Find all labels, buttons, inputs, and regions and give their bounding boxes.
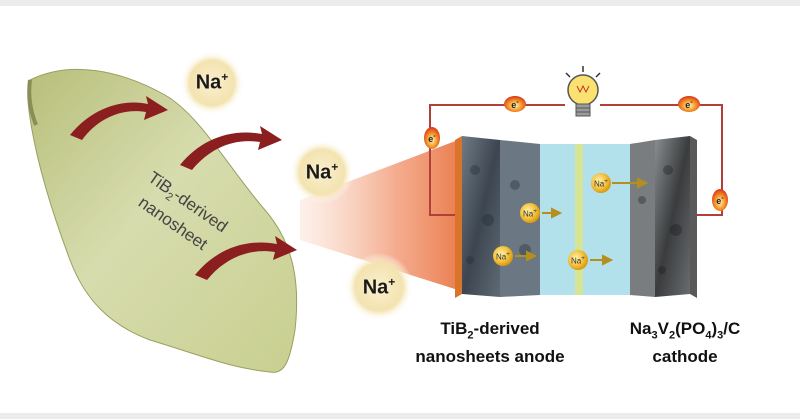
cathode-current-collector <box>690 136 697 298</box>
electron-markers <box>424 96 728 211</box>
anode-caption-line1: TiB2-derived <box>440 319 540 342</box>
electron-3 <box>424 127 440 149</box>
circuit-wire <box>429 104 723 216</box>
release-arrow-3 <box>195 236 297 280</box>
release-arrow-1 <box>70 96 168 140</box>
electron-4 <box>712 189 728 211</box>
ion-charge: + <box>388 275 396 289</box>
light-bulb-icon <box>565 66 601 117</box>
ion-ball-3 <box>493 246 513 266</box>
cathode-caption-line2: cathode <box>652 347 718 367</box>
electron-1 <box>504 96 526 112</box>
cathode-caption-line1: Na3V2(PO4)3/C <box>629 319 741 342</box>
cathode-block-face <box>630 140 655 297</box>
nanosheet-edge <box>27 79 38 126</box>
ion-ball-label-1: Na+ <box>593 178 609 189</box>
top-border <box>0 0 800 6</box>
ion-release-arrows <box>70 96 297 280</box>
electron-label-1: e- <box>511 97 519 110</box>
ion-glow-3 <box>345 253 413 321</box>
ion-ball-2 <box>520 203 540 223</box>
ion-symbol: Na <box>362 276 389 299</box>
cathode-caption: Na3V2(PO4)3/C cathode <box>600 318 770 368</box>
anode-current-collector <box>455 136 462 298</box>
ion-ball-label-2: Na+ <box>522 208 538 219</box>
release-arrow-2 <box>180 126 282 170</box>
ion-ball-4 <box>568 250 588 270</box>
electron-2 <box>678 96 700 112</box>
cathode-block <box>655 136 690 297</box>
anode-caption: TiB2-derived nanosheets anode <box>400 318 580 368</box>
sodium-ion-label-1: Na+ <box>177 70 247 95</box>
ion-ball-label-4: Na+ <box>570 255 586 266</box>
ion-symbol: Na <box>305 161 332 184</box>
separator <box>575 144 583 295</box>
sodium-ion-label-3: Na+ <box>344 275 414 300</box>
electron-label-3: e- <box>428 131 436 144</box>
anode-block <box>462 136 500 297</box>
ion-beam <box>300 140 458 290</box>
electron-label-4: e- <box>716 193 724 206</box>
ion-symbol: Na <box>195 71 222 94</box>
sodium-ion-label-2: Na+ <box>287 160 357 185</box>
bottom-border <box>0 413 800 419</box>
ion-balls <box>493 173 611 270</box>
ion-ball-label-3: Na+ <box>495 251 511 262</box>
electrolyte <box>540 144 630 295</box>
ion-ball-1 <box>591 173 611 193</box>
nanosheet-shape <box>27 68 298 373</box>
ion-glow-2 <box>290 140 354 204</box>
electron-label-2: e- <box>685 97 693 110</box>
ion-charge: + <box>331 160 339 174</box>
ion-charge: + <box>221 70 229 84</box>
anode-caption-line2: nanosheets anode <box>415 347 565 367</box>
ion-transport-arrows <box>515 177 649 266</box>
ion-glow-1 <box>180 51 244 115</box>
